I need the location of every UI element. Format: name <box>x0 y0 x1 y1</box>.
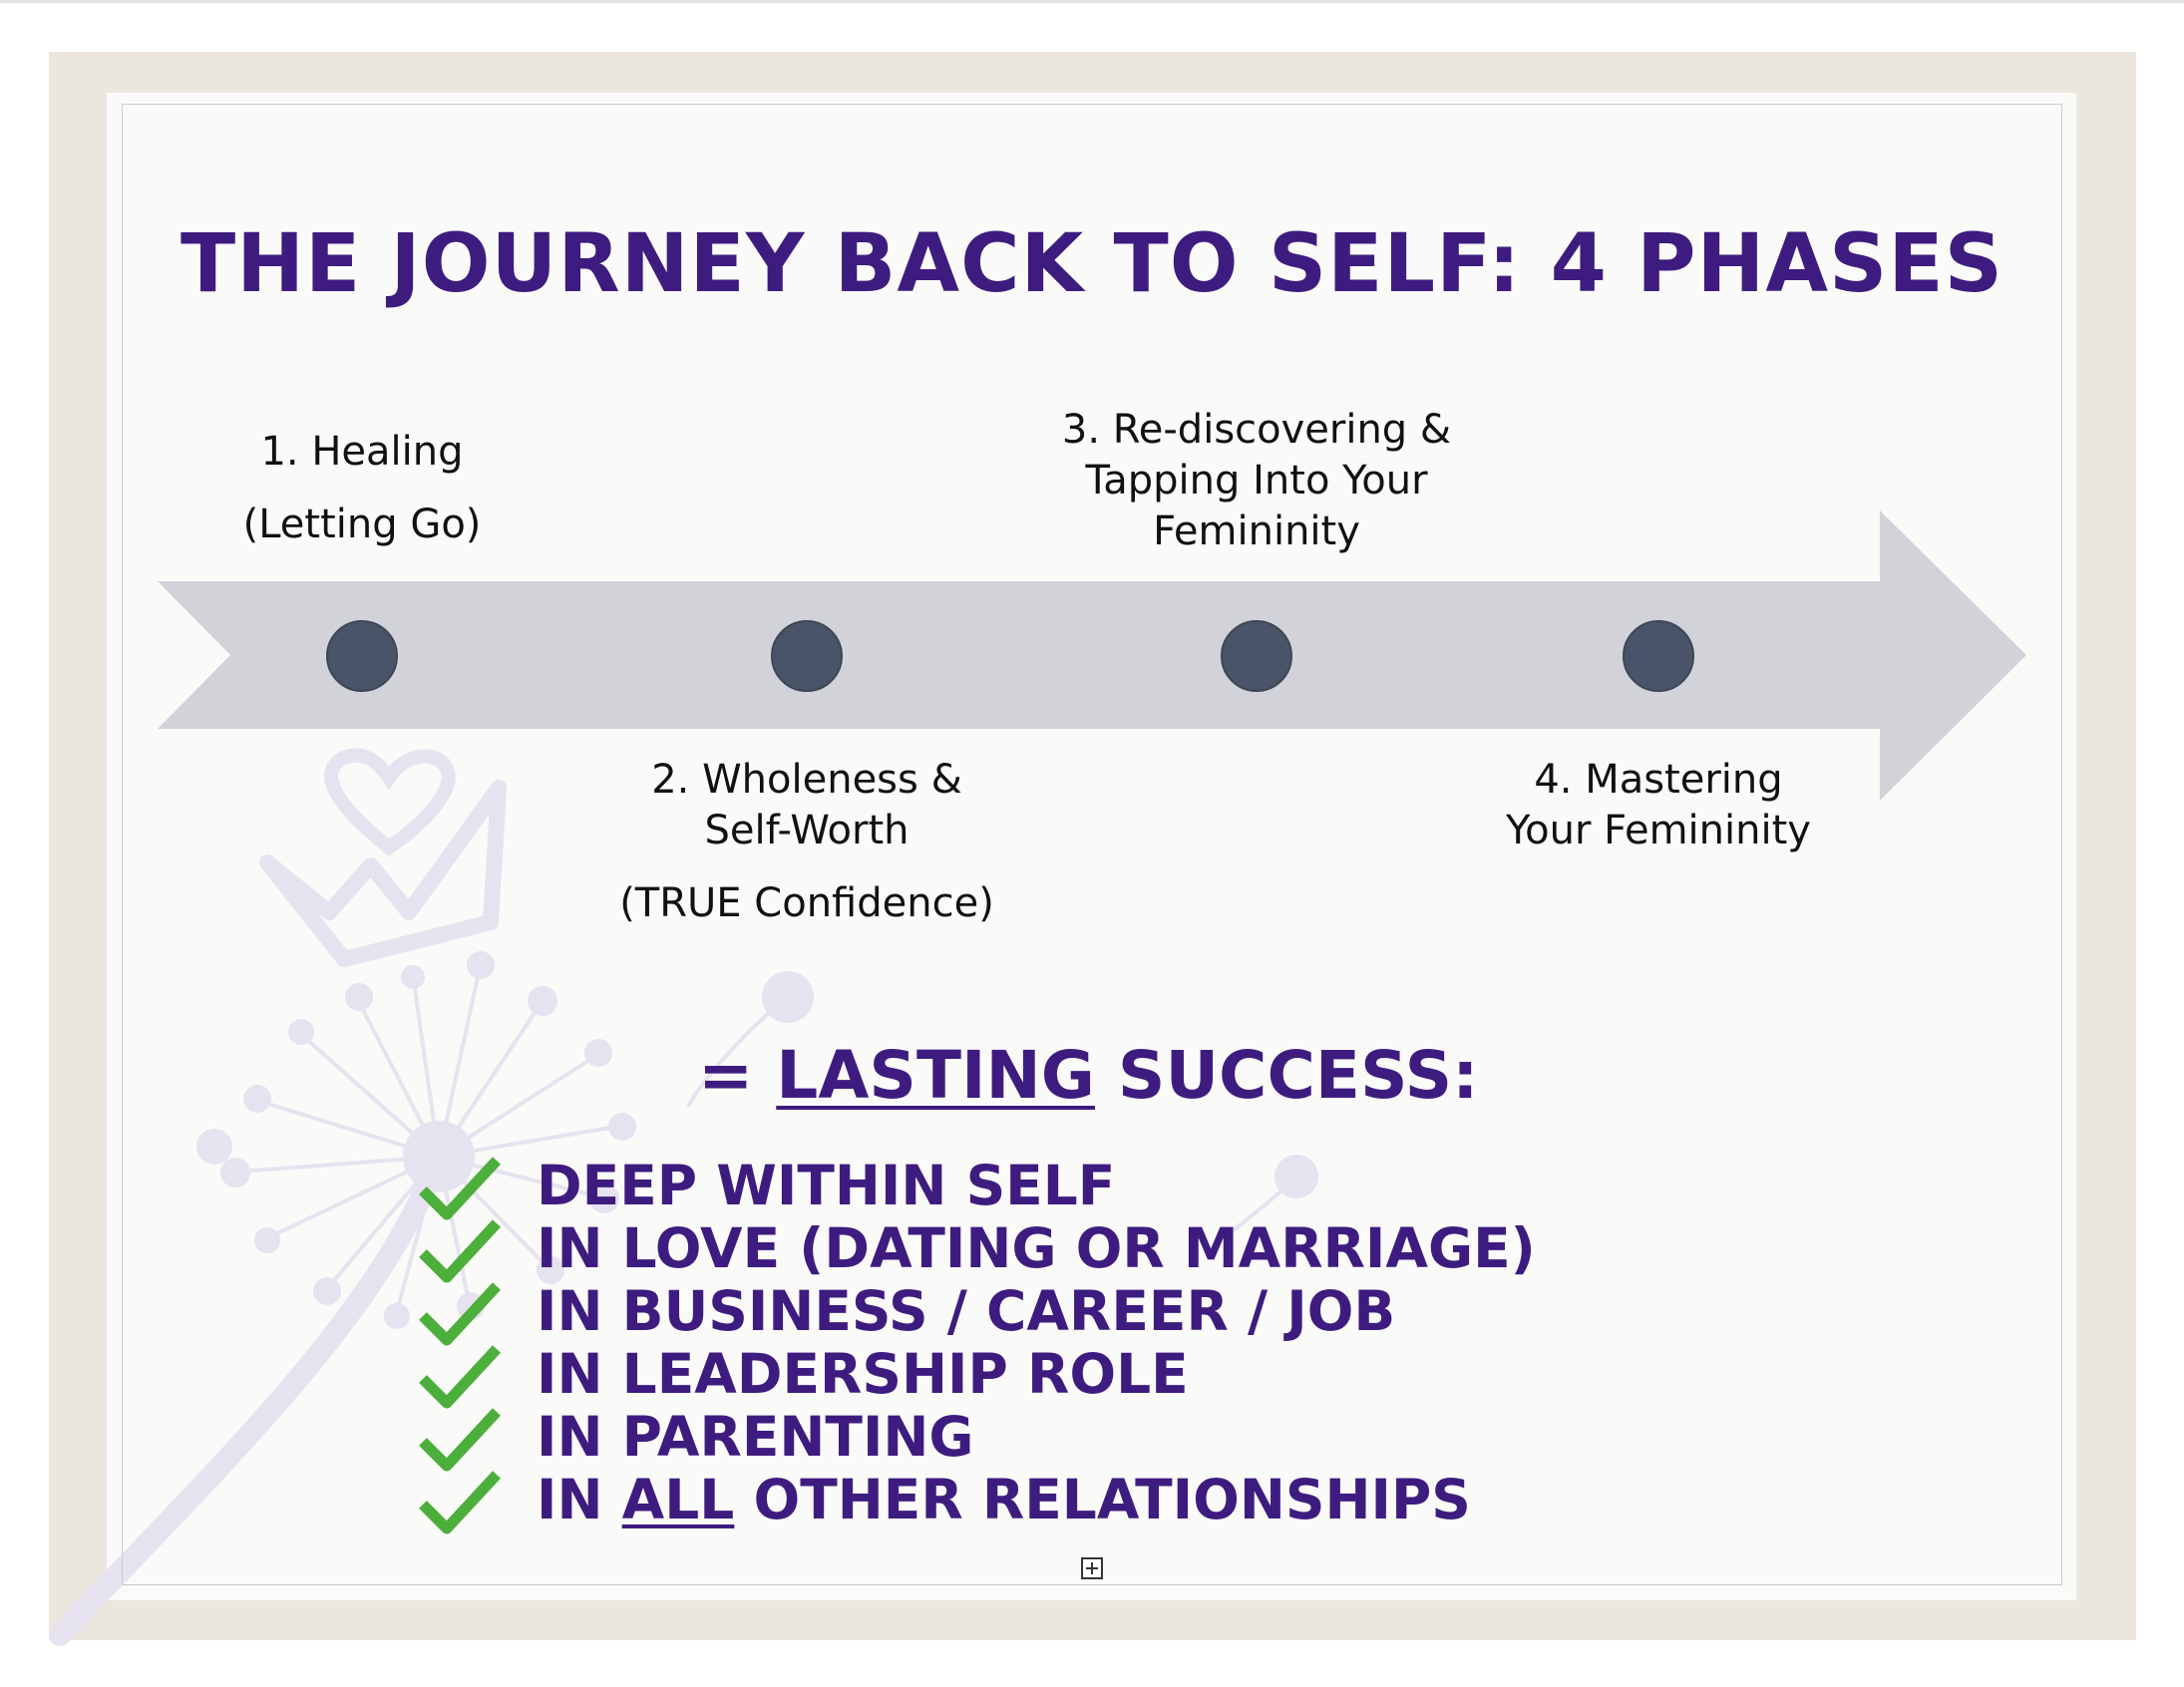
phase-label-3: 3. Re-discovering & Tapping Into Your Fe… <box>1007 405 1506 557</box>
item-text: IN LOVE (DATING OR MARRIAGE) <box>537 1217 1536 1280</box>
phase-3-line-2: Tapping Into Your <box>1085 458 1428 504</box>
phase-1-subtitle: (Letting Go) <box>242 502 482 547</box>
checkmark-icon <box>419 1471 501 1534</box>
phase-1-line-1: 1. Healing <box>260 429 464 475</box>
phase-2-line-2: Self-Worth <box>704 808 910 853</box>
phase-3-line-1: 3. Re-discovering & <box>1061 407 1452 453</box>
item-text-underlined: ALL <box>621 1468 735 1531</box>
phase-label-2: 2. Wholeness & Self-Worth (TRUE Confiden… <box>557 755 1056 929</box>
item-text-pre: IN PARENTING <box>537 1405 974 1469</box>
phase-4-line-1: 4. Mastering <box>1534 757 1783 803</box>
checkmark-icon <box>419 1157 501 1220</box>
phase-2-subtitle: (TRUE Confidence) <box>619 880 994 926</box>
slide-title: THE JOURNEY BACK TO SELF: 4 PHASES <box>180 217 2004 311</box>
item-text: IN ALL OTHER RELATIONSHIPS <box>537 1469 1471 1531</box>
item-text-pre: DEEP WITHIN SELF <box>537 1154 1116 1217</box>
success-underlined-word: LASTING <box>776 1037 1095 1114</box>
item-text: IN PARENTING <box>537 1406 974 1469</box>
success-prefix: = <box>698 1037 777 1114</box>
item-text: IN BUSINESS / CAREER / JOB <box>537 1280 1395 1343</box>
phase-4-line-2: Your Femininity <box>1506 808 1811 853</box>
success-heading: = LASTING SUCCESS: <box>698 1037 1479 1114</box>
item-text-pre: IN LEADERSHIP ROLE <box>537 1342 1189 1406</box>
item-text: IN LEADERSHIP ROLE <box>537 1343 1189 1406</box>
checkmark-icon <box>419 1345 501 1409</box>
item-text: DEEP WITHIN SELF <box>537 1155 1115 1217</box>
phase-label-1: 1. Healing (Letting Go) <box>163 427 561 550</box>
slide-border <box>122 104 2062 1585</box>
expand-icon[interactable] <box>1081 1557 1103 1579</box>
success-suffix: SUCCESS: <box>1094 1037 1479 1114</box>
item-text-pre: IN LOVE (DATING OR MARRIAGE) <box>537 1216 1536 1280</box>
item-text-pre: IN <box>537 1468 622 1531</box>
checkmark-icon <box>419 1408 501 1472</box>
item-text-post: OTHER RELATIONSHIPS <box>734 1468 1471 1531</box>
phase-3-line-3: Femininity <box>1153 508 1360 554</box>
top-rule <box>0 0 2184 3</box>
checkmark-icon <box>419 1282 501 1346</box>
phase-label-4: 4. Mastering Your Femininity <box>1409 755 1908 856</box>
checkmark-icon <box>419 1219 501 1283</box>
phase-2-line-1: 2. Wholeness & <box>651 757 962 803</box>
item-text-pre: IN BUSINESS / CAREER / JOB <box>537 1279 1396 1343</box>
